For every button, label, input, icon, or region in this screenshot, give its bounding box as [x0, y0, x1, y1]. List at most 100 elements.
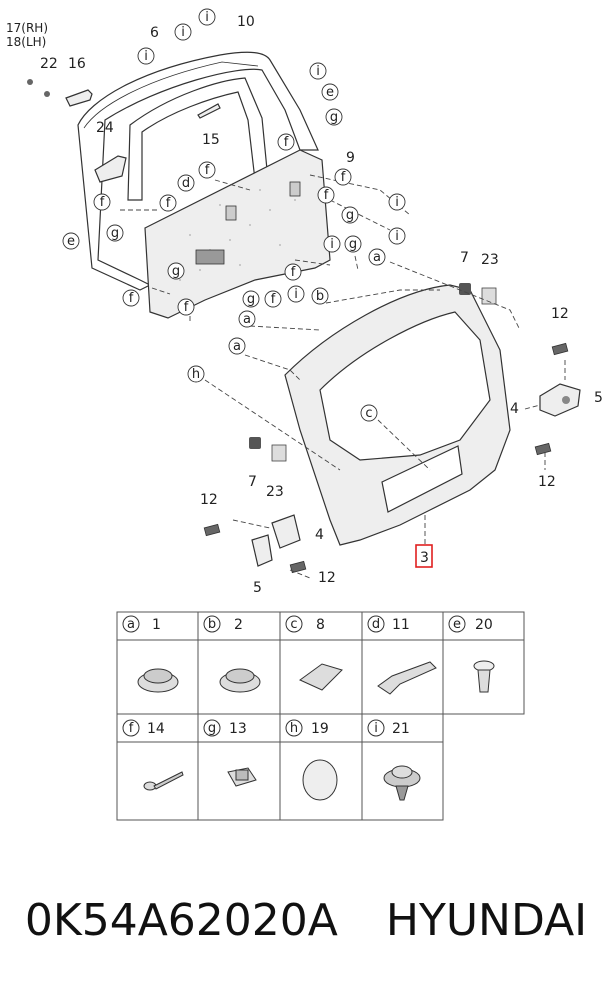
svg-text:19: 19 — [311, 721, 329, 737]
nut-icon — [227, 767, 257, 787]
legend-header-a: a 1 — [122, 615, 161, 633]
legend-table — [116, 611, 525, 821]
svg-text:g: g — [349, 237, 357, 252]
svg-text:a: a — [127, 617, 135, 632]
svg-text:f: f — [284, 135, 289, 150]
svg-text:f: f — [166, 196, 171, 211]
callout-numbers: 17(RH) 18(LH) 22 16 6 10 24 15 9 7 23 12… — [6, 14, 603, 596]
callout-23-top: 23 — [481, 252, 499, 268]
svg-text:b: b — [316, 289, 324, 304]
fastener-icon — [383, 765, 421, 801]
svg-text:i: i — [395, 229, 399, 244]
svg-text:f: f — [271, 292, 276, 307]
bracket-16 — [65, 89, 93, 107]
svg-text:i: i — [144, 49, 148, 64]
legend-header-i: i 21 — [367, 719, 410, 737]
svg-text:i: i — [395, 195, 399, 210]
legend-header-g: g 13 — [203, 719, 247, 737]
callout-12-d: 12 — [318, 570, 336, 586]
callout-23-bottom: 23 — [266, 484, 284, 500]
svg-text:f: f — [100, 195, 105, 210]
callout-18: 18(LH) — [6, 35, 46, 49]
svg-text:g: g — [172, 264, 180, 279]
svg-text:g: g — [330, 110, 338, 125]
letter-callout-text: i i i i e g f f d f f f e g f g i i i g … — [67, 10, 399, 421]
svg-text:c: c — [290, 617, 297, 632]
part-number: 0K54A62020A — [24, 894, 338, 946]
callout-16: 16 — [68, 56, 86, 72]
grommet-icon — [219, 668, 261, 693]
svg-text:f: f — [129, 721, 134, 736]
svg-text:e: e — [326, 85, 334, 100]
callout-7-top: 7 — [460, 250, 469, 266]
window-moulding — [127, 77, 269, 201]
callout-6: 6 — [150, 25, 159, 41]
svg-text:f: f — [205, 163, 210, 178]
callout-24: 24 — [96, 120, 114, 136]
pad-icon — [481, 287, 497, 305]
tailgate-shell — [284, 284, 511, 546]
legend-header-b: b 2 — [203, 615, 243, 633]
svg-text:13: 13 — [229, 721, 247, 737]
callout-17: 17(RH) — [6, 21, 48, 35]
pad-icon — [299, 663, 343, 691]
svg-text:f: f — [184, 300, 189, 315]
svg-text:a: a — [233, 339, 241, 354]
svg-text:8: 8 — [316, 617, 325, 633]
callout-12-c: 12 — [200, 492, 218, 508]
hinge-left — [251, 514, 301, 567]
strip-15 — [197, 103, 221, 119]
bumper-stop-icon — [459, 283, 471, 295]
highlighted-part-3: 3 — [415, 544, 433, 568]
strap-icon — [377, 661, 437, 695]
svg-text:i: i — [181, 25, 185, 40]
callout-12-a: 12 — [551, 306, 569, 322]
legend-header-c: c 8 — [285, 615, 325, 633]
svg-text:g: g — [247, 292, 255, 307]
svg-text:a: a — [373, 250, 381, 265]
pull-handle — [94, 155, 127, 183]
bumper-stop-icon — [249, 437, 261, 449]
legend-header-d: d 11 — [367, 615, 410, 633]
hinge-right — [539, 383, 581, 417]
svg-text:e: e — [67, 234, 75, 249]
pad-icon — [271, 444, 287, 462]
part-number-caption: 0K54A62020A HYUNDAI — [0, 880, 612, 960]
svg-text:e: e — [453, 617, 461, 632]
svg-text:11: 11 — [392, 617, 410, 633]
svg-text:21: 21 — [392, 721, 410, 737]
callout-5-right: 5 — [594, 390, 603, 406]
svg-text:g: g — [346, 208, 354, 223]
svg-text:f: f — [291, 265, 296, 280]
legend-header-f: f 14 — [122, 719, 165, 737]
callout-4-bottom: 4 — [315, 527, 324, 543]
callout-4-right: 4 — [510, 401, 519, 417]
svg-text:b: b — [208, 617, 216, 632]
plug-icon — [302, 759, 338, 801]
grommet-icon — [137, 668, 179, 693]
legend-header-h: h 19 — [285, 719, 329, 737]
svg-text:i: i — [330, 237, 334, 252]
svg-text:h: h — [290, 721, 298, 736]
svg-text:1: 1 — [152, 617, 161, 633]
svg-text:f: f — [324, 188, 329, 203]
highlight-box — [415, 544, 433, 568]
callout-15: 15 — [202, 132, 220, 148]
bolt-22-icon — [44, 91, 50, 97]
svg-text:h: h — [192, 367, 200, 382]
svg-text:c: c — [365, 406, 372, 421]
svg-text:f: f — [129, 291, 134, 306]
callout-9: 9 — [346, 150, 355, 166]
svg-text:i: i — [294, 287, 298, 302]
svg-text:g: g — [111, 226, 119, 241]
svg-text:20: 20 — [475, 617, 493, 633]
legend-header-e: e 20 — [448, 615, 493, 633]
brand-name: HYUNDAI — [385, 894, 588, 946]
svg-text:i: i — [374, 721, 378, 736]
svg-text:2: 2 — [234, 617, 243, 633]
callout-12-b: 12 — [538, 474, 556, 490]
svg-text:f: f — [341, 170, 346, 185]
callout-5-bottom: 5 — [253, 580, 262, 596]
svg-text:14: 14 — [147, 721, 165, 737]
